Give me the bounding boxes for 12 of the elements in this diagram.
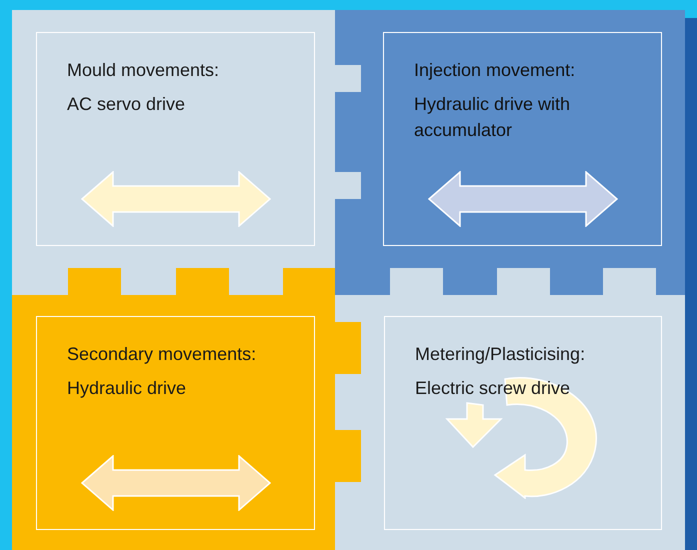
panel-heading: Mould movements: (67, 59, 220, 82)
drive-type-text: Electric screw drive (415, 377, 572, 400)
panel-frame (384, 316, 662, 530)
panel-heading: Metering/Plasticising: (415, 343, 586, 366)
drive-type-text: AC servo drive (67, 93, 186, 116)
panel-frame (36, 32, 315, 246)
drive-type-text: Hydraulic drive (67, 377, 188, 400)
panel-heading: Secondary movements: (67, 343, 258, 366)
panel-heading: Injection movement: (414, 59, 576, 82)
panel-frame (36, 316, 315, 530)
drive-type-text: Hydraulic drive with accumulator (414, 93, 572, 142)
panel-frame (383, 32, 662, 246)
